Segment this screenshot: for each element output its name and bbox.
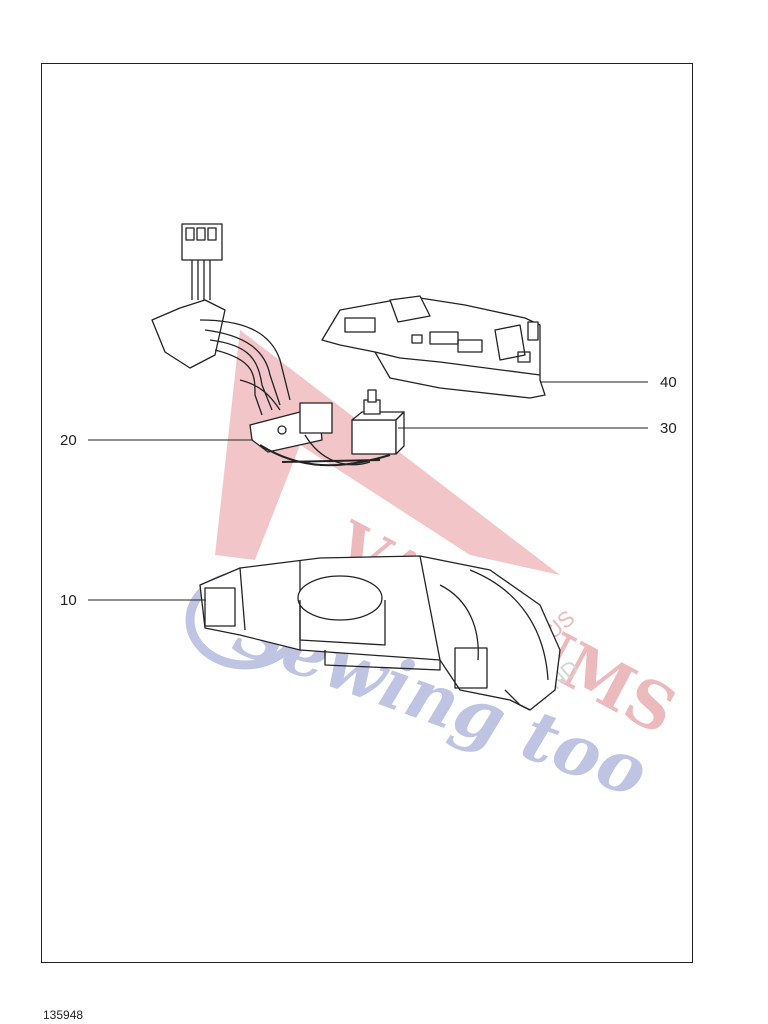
part-20-harness xyxy=(151,223,391,467)
callout-40: 40 xyxy=(660,374,677,391)
callout-30: 30 xyxy=(660,420,677,437)
callout-10: 10 xyxy=(60,592,77,609)
leader-lines xyxy=(88,381,648,601)
part-10-housing xyxy=(199,555,561,711)
drawing-frame xyxy=(41,63,693,963)
part-40-bracket xyxy=(321,295,546,399)
callout-20: 20 xyxy=(60,432,77,449)
document-id: 135948 xyxy=(43,1008,84,1022)
part-30-switch xyxy=(351,389,405,455)
